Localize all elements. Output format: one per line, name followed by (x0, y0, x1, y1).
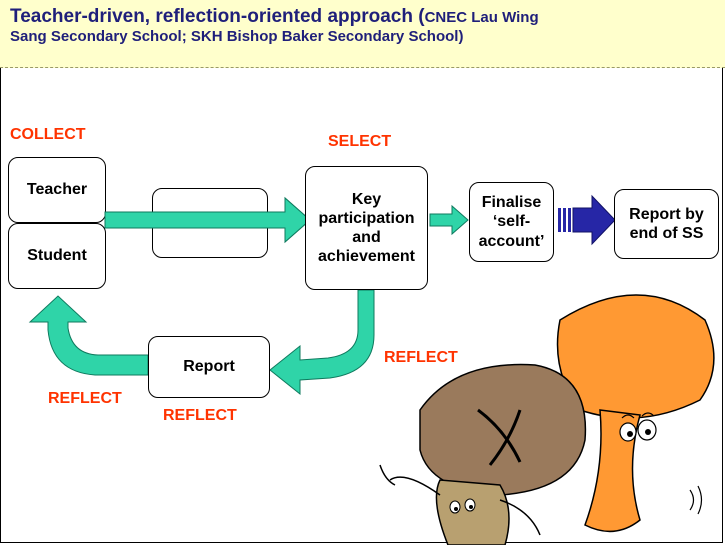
finalise-box: Finalise ‘self- account’ (469, 182, 554, 262)
brown-mushroom-illustration (379, 363, 587, 545)
slide-title-line2: Sang Secondary School; SKH Bishop Baker … (10, 28, 464, 45)
select-label: SELECT (328, 133, 392, 150)
reflect-label-bottom: REFLECT (163, 407, 237, 424)
reflect-back-arrow (28, 295, 149, 376)
select-to-finalise-arrow (429, 204, 469, 236)
collect-label: COLLECT (10, 126, 86, 143)
reflect-down-arrow (269, 289, 375, 396)
teacher-box: Teacher (8, 157, 106, 223)
title-bar: Teacher-driven, reflection-oriented appr… (0, 0, 725, 68)
student-box: Student (8, 223, 106, 289)
finalise-to-report-arrow (558, 194, 616, 246)
reflect-label-left: REFLECT (48, 390, 122, 407)
orange-mushroom-illustration (556, 294, 715, 533)
report-box: Report (148, 336, 270, 398)
key-participation-box: Key participation and achievement (305, 166, 428, 290)
report-by-end-box: Report by end of SS (614, 189, 719, 259)
reflect-label-right: REFLECT (384, 349, 458, 366)
slide-title: Teacher-driven, reflection-oriented appr… (10, 6, 539, 27)
